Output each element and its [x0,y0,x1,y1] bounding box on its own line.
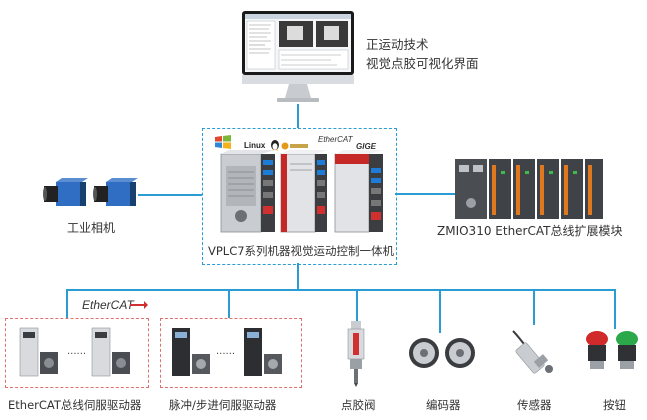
monitor-caption-line1: 正运动技术 [366,37,429,52]
bus-drop-encoder [439,289,441,333]
controller-unit-zmotion [333,150,385,238]
linux-logo-icon: Linux [244,133,280,152]
expansion-label: ZMIO310 EtherCAT总线扩展模块 [437,224,623,238]
expansion-module-icon [455,157,605,225]
windows-logo-icon [214,134,232,153]
controller-unit-red [279,150,329,238]
sensor-icon [511,327,557,379]
gige-logo-icon: GIGE [356,134,377,153]
expansion-connector [395,193,455,195]
monitor [241,10,355,104]
bus-drop-button [614,289,616,329]
monitor-connector [297,104,299,128]
ethercat-servo-label: EtherCAT总线伺服驱动器 [8,398,142,412]
controller-group [202,128,397,265]
bus-trunk [297,263,299,290]
dispense-valve-label: 点胶阀 [341,398,376,412]
bus-drop-sensor [533,289,535,325]
controller-label: VPLC7系列机器视觉运动控制一体机 [208,244,395,258]
pulse-servo-drive-icon: ...... [168,324,294,386]
button-label: 按钮 [603,398,626,412]
ethercat-logo-small: EtherCAT [318,135,353,144]
push-button-icon [583,329,643,375]
modbus-logo-icon [281,136,309,155]
linux-logo-text: Linux [244,141,266,150]
pulse-servo-group [160,318,302,388]
sensor-label: 传感器 [517,398,552,412]
svg-text:......: ...... [216,346,235,357]
svg-text:......: ...... [67,346,86,357]
bus-rail [66,289,614,291]
camera-label: 工业相机 [67,221,116,235]
encoder-label: 编码器 [426,398,461,412]
industrial-camera-icon [42,176,140,214]
bus-drop-ethercat-servo [66,289,68,318]
pulse-servo-label: 脉冲/步进伺服驱动器 [169,398,277,412]
bus-drop-pulse-servo [228,289,230,318]
dispense-valve-icon [340,321,372,391]
monitor-caption-line2: 视觉点胶可视化界面 [366,56,479,71]
ethercat-servo-group [5,318,149,388]
ethercat-bus-logo: EtherCAT [82,298,134,312]
bus-drop-dispense-valve [356,289,358,321]
gige-logo-text: GIGE [356,142,377,152]
camera-connector [138,194,202,196]
ethercat-servo-drive-icon: ...... [14,324,140,386]
encoder-icon [407,334,477,376]
ethercat-logo-arrow-icon [130,294,148,313]
controller-unit-silver [219,150,277,238]
